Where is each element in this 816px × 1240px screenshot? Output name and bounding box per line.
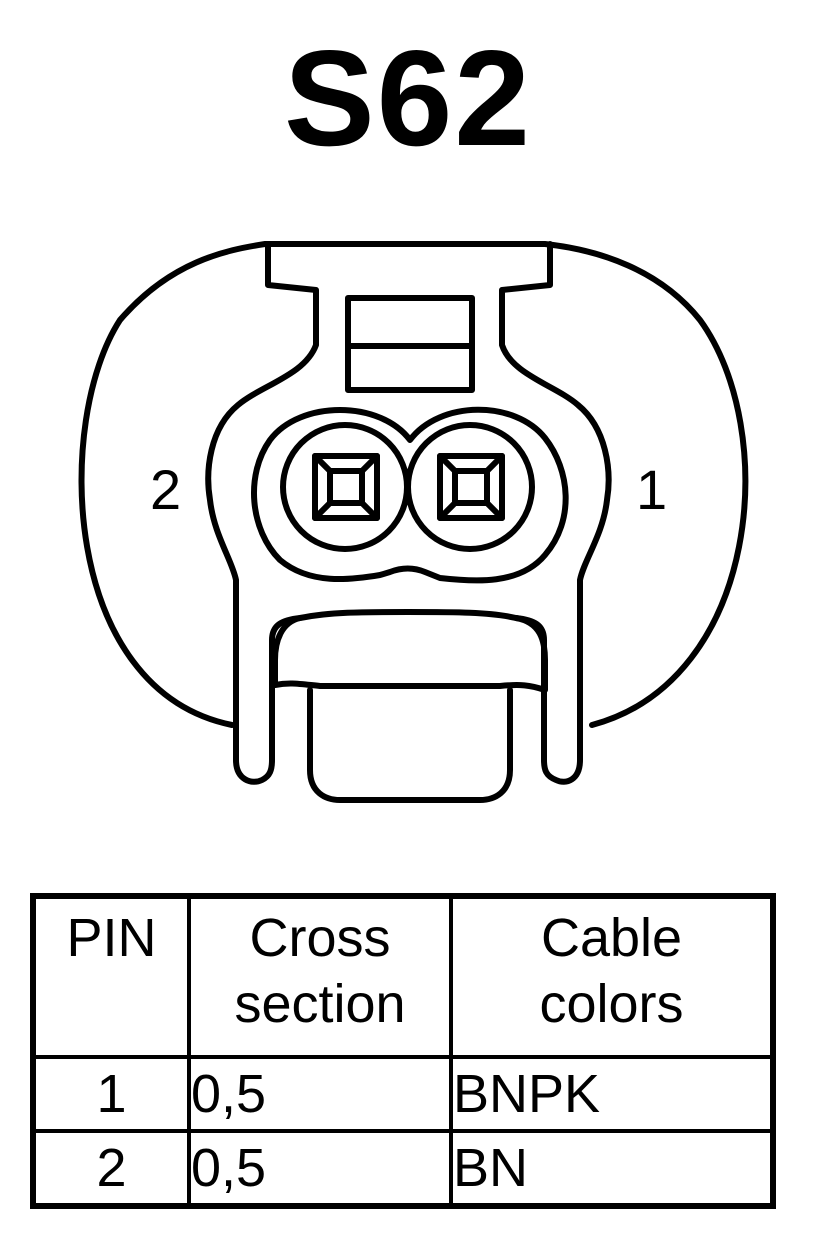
row2-cross-section: 0,5: [187, 1129, 453, 1208]
lower-bridge: [272, 609, 548, 693]
pin1-terminal: [437, 453, 505, 521]
header-cross-section: Cross section: [187, 894, 453, 1059]
pin1-ring: [405, 422, 535, 552]
header-pin: PIN: [31, 894, 191, 1059]
connector-title: S62: [284, 22, 532, 174]
row2-pin: 2: [31, 1129, 191, 1208]
table-row: 1 0,5 BNPK: [31, 1055, 775, 1133]
header-cable-colors-line2: colors: [539, 974, 684, 1034]
pin-table-header: PIN Cross section Cable colors: [31, 894, 775, 1059]
connector-outer-housing: [78, 241, 749, 728]
header-cross-section-line1: Cross: [249, 908, 391, 968]
pin2-terminal: [312, 453, 380, 521]
table-row: 2 0,5 BN: [31, 1129, 775, 1208]
header-cable-colors: Cable colors: [449, 894, 775, 1059]
pin-table: PIN Cross section Cable colors 1 0,5 BNP…: [30, 893, 776, 1209]
row1-cross-section: 0,5: [187, 1055, 453, 1133]
terminal-cavity: [251, 406, 569, 584]
connector-latch: [205, 241, 319, 785]
row1-color: BNPK: [449, 1055, 775, 1133]
header-cross-section-line2: section: [234, 974, 406, 1034]
pin1-label: 1: [636, 458, 668, 521]
row2-color: BN: [449, 1129, 775, 1208]
lower-key: [307, 687, 513, 803]
header-cable-colors-line1: Cable: [540, 908, 683, 968]
pin2-ring: [280, 422, 410, 552]
row1-pin: 1: [31, 1055, 191, 1133]
connector-face-diagram: [78, 241, 749, 803]
header-pin-line1: PIN: [66, 908, 157, 968]
pin2-label: 2: [150, 458, 182, 521]
